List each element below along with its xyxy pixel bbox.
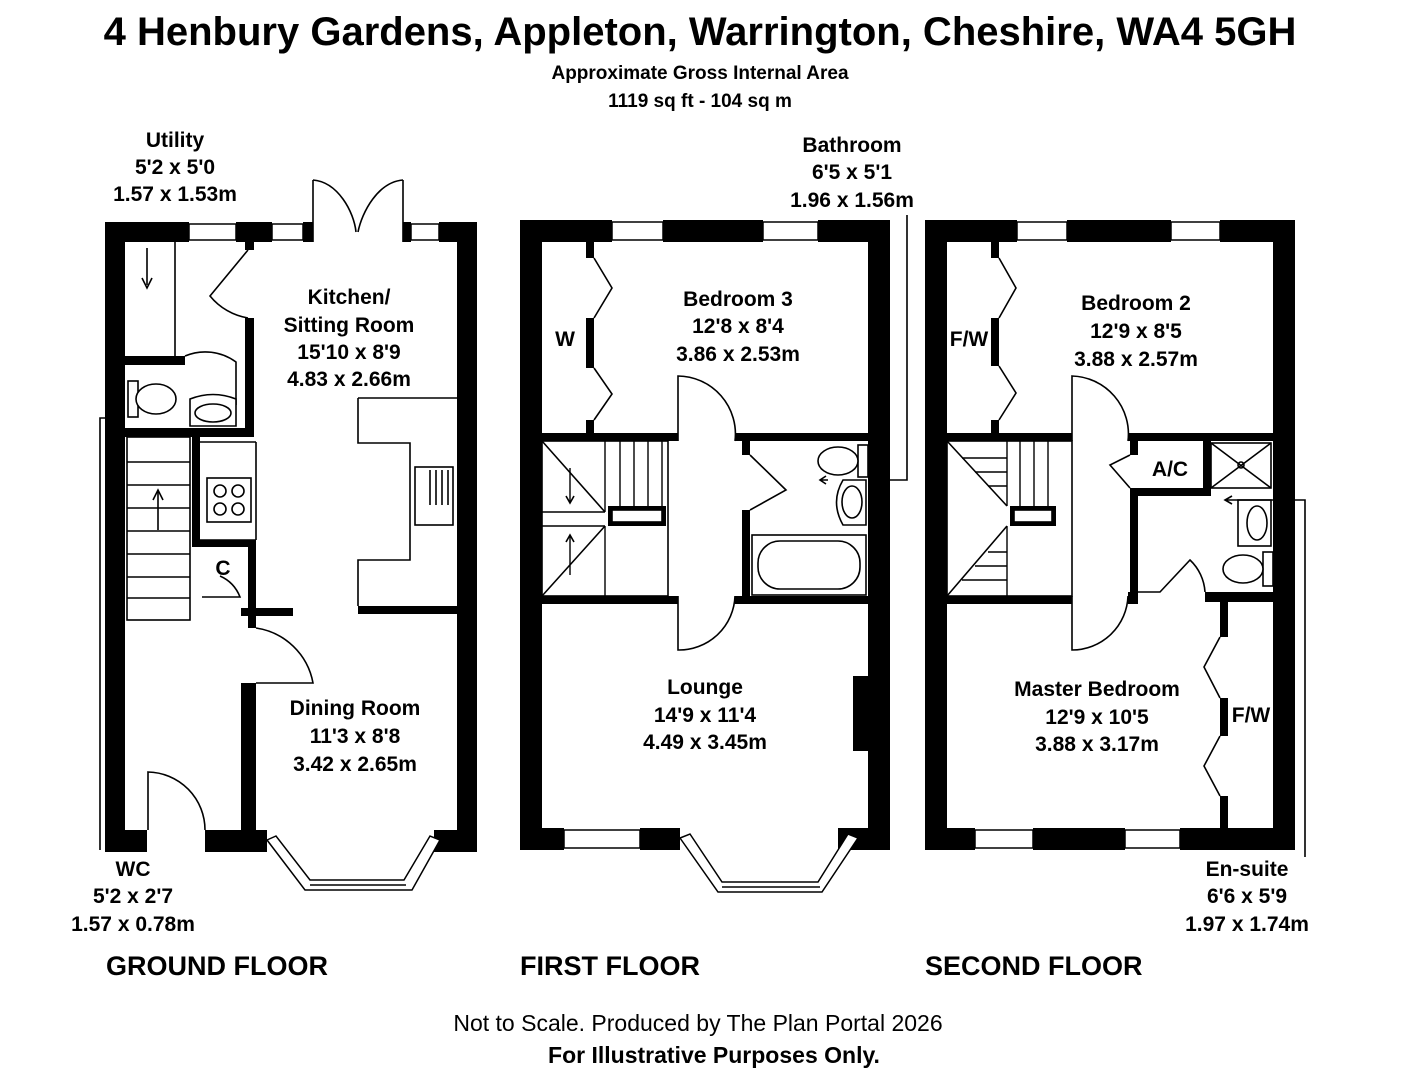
ensuite-imperial: 6'6 x 5'9 xyxy=(1207,885,1287,908)
utility-doors xyxy=(184,249,249,405)
kitchen-name-line2: Sitting Room xyxy=(284,314,415,337)
ground-stairs xyxy=(126,436,191,621)
first-bath-tub xyxy=(751,534,867,596)
fw-label-bedroom2: F/W xyxy=(950,328,989,351)
first-floor-plan: Bathroom 6'5 x 5'1 1.96 x 1.56m Bedroom … xyxy=(520,134,914,981)
kitchen-imperial: 15'10 x 8'9 xyxy=(297,341,400,364)
lounge-imperial: 14'9 x 11'4 xyxy=(654,704,757,727)
master-wardrobe-doors xyxy=(1203,636,1221,797)
first-floor-stairs xyxy=(541,440,669,597)
ground-floor-label: GROUND FLOOR xyxy=(106,951,328,981)
bathroom-metric: 1.96 x 1.56m xyxy=(790,189,914,212)
first-floor-label: FIRST FLOOR xyxy=(520,951,700,981)
ensuite-metric: 1.97 x 1.74m xyxy=(1185,913,1309,936)
utility-name: Utility xyxy=(146,129,205,152)
plan-footer: Not to Scale. Produced by The Plan Porta… xyxy=(453,1010,942,1068)
ensuite-toilet xyxy=(1222,551,1274,587)
dining-imperial: 11'3 x 8'8 xyxy=(310,725,401,748)
ensuite-shower xyxy=(1210,442,1272,489)
lounge-metric: 4.49 x 3.45m xyxy=(643,731,767,754)
bathroom-leader-line xyxy=(868,215,908,481)
utility-arrow xyxy=(141,242,176,356)
front-door-swing xyxy=(147,771,206,831)
utility-metric: 1.57 x 1.53m xyxy=(113,183,237,206)
ensuite-basin xyxy=(1237,499,1272,547)
second-floor-doors xyxy=(1071,375,1206,651)
cupboard-label: C xyxy=(215,557,230,580)
bedroom3-metric: 3.86 x 2.53m xyxy=(676,343,800,366)
master-imperial: 12'9 x 10'5 xyxy=(1045,706,1149,729)
bathroom-name: Bathroom xyxy=(802,134,901,157)
bedroom3-name: Bedroom 3 xyxy=(683,288,793,311)
first-bath-toilet xyxy=(817,444,869,478)
lounge-name: Lounge xyxy=(667,676,743,699)
first-bath-basin xyxy=(835,479,867,526)
bedroom3-imperial: 12'8 x 8'4 xyxy=(692,315,784,338)
fw-label-master: F/W xyxy=(1232,704,1271,727)
bedroom2-name: Bedroom 2 xyxy=(1081,292,1191,315)
second-floor-label: SECOND FLOOR xyxy=(925,951,1143,981)
ensuite-leader-line xyxy=(1223,495,1306,857)
bedroom3-wardrobe-doors xyxy=(593,257,613,421)
kitchen-units xyxy=(200,397,457,606)
dining-bay-window xyxy=(265,835,442,891)
bedroom2-wardrobe-doors xyxy=(998,257,1017,421)
ensuite-name: En-suite xyxy=(1206,858,1289,881)
kitchen-french-doors xyxy=(312,179,404,242)
lounge-bay-window xyxy=(678,833,860,893)
area-label: Approximate Gross Internal Area xyxy=(551,63,848,84)
kitchen-metric: 4.83 x 2.66m xyxy=(287,368,411,391)
ground-floor-walls xyxy=(105,222,477,852)
area-value: 1119 sq ft - 104 sq m xyxy=(608,91,792,112)
second-floor-windows xyxy=(974,221,1221,849)
plan-header: 4 Henbury Gardens, Appleton, Warrington,… xyxy=(104,10,1297,112)
ground-floor-windows xyxy=(188,223,440,241)
master-metric: 3.88 x 3.17m xyxy=(1035,733,1159,756)
first-floor-windows xyxy=(563,221,819,849)
wc-leader-line xyxy=(99,417,105,850)
ac-label: A/C xyxy=(1152,458,1188,481)
interior-doors xyxy=(202,575,314,684)
second-floor-walls xyxy=(925,220,1295,850)
wardrobe-label: W xyxy=(555,328,575,351)
ground-floor-plan: Utility 5'2 x 5'0 1.57 x 1.53m Kitchen/ … xyxy=(71,129,477,981)
master-name: Master Bedroom xyxy=(1014,678,1180,701)
second-floor-stairs xyxy=(946,440,1073,597)
bedroom2-imperial: 12'9 x 8'5 xyxy=(1090,320,1182,343)
dining-metric: 3.42 x 2.65m xyxy=(293,753,417,776)
wc-metric: 1.57 x 0.78m xyxy=(71,913,195,936)
first-floor-walls xyxy=(520,220,890,850)
wc-name: WC xyxy=(116,858,151,881)
disclaimer-text: Not to Scale. Produced by The Plan Porta… xyxy=(453,1010,942,1036)
kitchen-name-line1: Kitchen/ xyxy=(308,286,391,309)
property-address: 4 Henbury Gardens, Appleton, Warrington,… xyxy=(104,10,1297,54)
dining-name: Dining Room xyxy=(290,697,421,720)
first-floor-doors xyxy=(677,375,788,651)
second-floor-plan: Bedroom 2 12'9 x 8'5 3.88 x 2.57m F/W A/… xyxy=(925,220,1309,981)
illustrative-text: For Illustrative Purposes Only. xyxy=(548,1042,880,1068)
bathroom-imperial: 6'5 x 5'1 xyxy=(812,161,892,184)
ground-basin xyxy=(189,393,237,427)
bedroom2-metric: 3.88 x 2.57m xyxy=(1074,348,1198,371)
utility-imperial: 5'2 x 5'0 xyxy=(135,156,215,179)
wc-toilet-ground xyxy=(127,380,177,418)
wc-imperial: 5'2 x 2'7 xyxy=(93,885,173,908)
